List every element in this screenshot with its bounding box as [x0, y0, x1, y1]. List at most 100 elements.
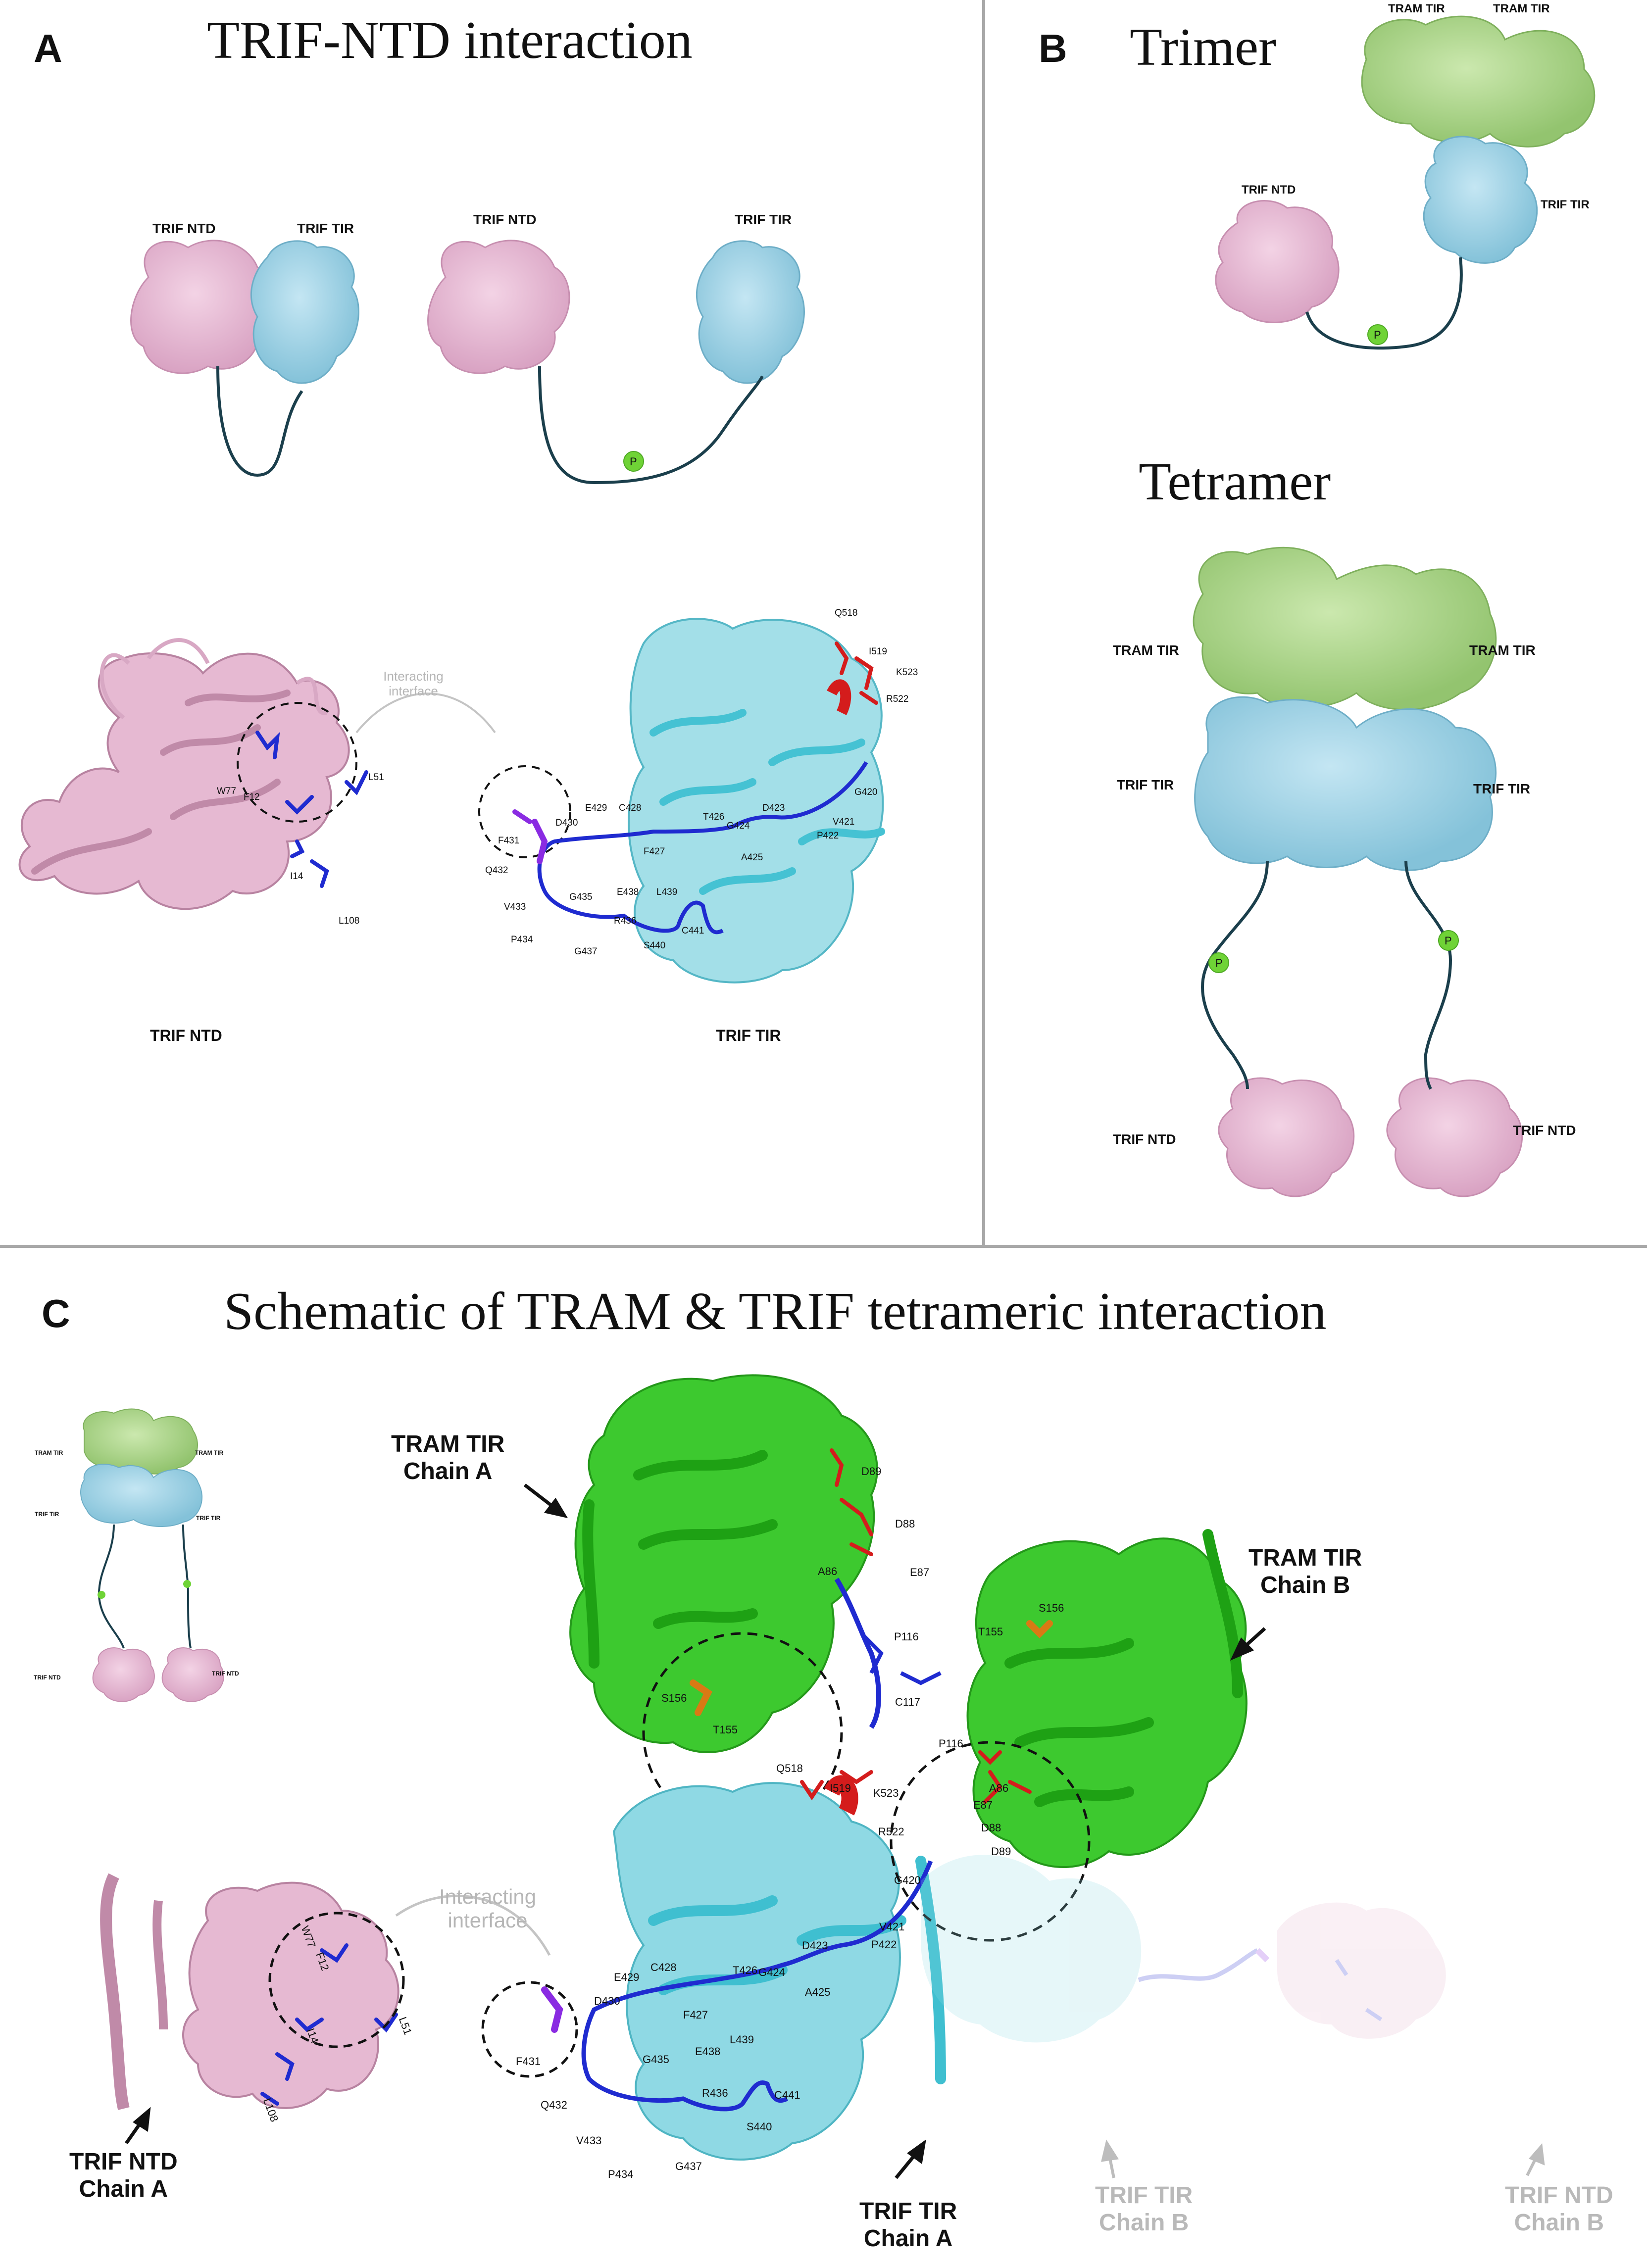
- res-c-q432: Q432: [541, 2099, 567, 2111]
- chain-label-tram-b-line2: Chain B: [1260, 1572, 1350, 1599]
- tetramer-trif-tir-label-2: TRIF TIR: [1473, 781, 1531, 796]
- res-c-tram-a-e87: E87: [910, 1566, 930, 1578]
- res-c-d423: D423: [802, 1939, 828, 1952]
- res-a-c441: C441: [682, 926, 704, 936]
- res-a-e429: E429: [585, 803, 607, 813]
- res-a-r436: R436: [614, 916, 637, 926]
- panel-a-title: TRIF-NTD interaction: [207, 11, 693, 70]
- chain-label-trif-tir-b: TRIF TIR Chain B: [1095, 2182, 1193, 2236]
- res-c-i519: I519: [830, 1782, 851, 1794]
- panel-c-interface-label: Interacting interface: [426, 1885, 549, 1933]
- res-c-tram-b-s156: S156: [1039, 1602, 1064, 1614]
- res-c-tram-a-t155: T155: [713, 1724, 738, 1736]
- panel-c-trif-ntd-chain-a: [100, 1873, 551, 2110]
- res-c-t426: T426: [733, 1964, 758, 1976]
- thumb-trif-tir-label-2: TRIF TIR: [196, 1515, 221, 1522]
- faded-chain-arrows: [1101, 2139, 1545, 2178]
- res-c-tram-a-d89: D89: [861, 1465, 882, 1478]
- res-a-p434: P434: [511, 935, 533, 945]
- res-c-s440: S440: [747, 2120, 772, 2133]
- res-c-g437: G437: [675, 2160, 702, 2172]
- panel-b-letter: B: [1039, 26, 1067, 70]
- panel-b-tetramer-title: Tetramer: [1139, 452, 1331, 511]
- res-c-f427: F427: [683, 2009, 708, 2021]
- res-c-tram-b-e87: E87: [973, 1799, 993, 1811]
- tetramer-trif-ntd-label-2: TRIF NTD: [1513, 1123, 1576, 1138]
- panel-c-faded-chain-b: [921, 1855, 1446, 2043]
- res-a-a425: A425: [741, 852, 763, 863]
- panel-a-tir-structure: [512, 618, 885, 984]
- chain-label-trif-ntd-a-line2: Chain A: [79, 2176, 168, 2203]
- res-c-tram-a-a86: A86: [818, 1565, 838, 1578]
- chain-label-trif-ntd-b: TRIF NTD Chain B: [1505, 2182, 1613, 2236]
- tetramer-trif-tir-label-1: TRIF TIR: [1117, 777, 1174, 792]
- panel-a-tir-structure-label: TRIF TIR: [716, 1027, 781, 1044]
- res-c-g420: G420: [894, 1874, 921, 1886]
- tetramer-phospho-1: P: [1215, 957, 1223, 969]
- chain-label-trif-tir-a-line2: Chain A: [863, 2225, 953, 2252]
- res-c-tram-a-c117: C117: [895, 1696, 920, 1708]
- res-a-c428: C428: [619, 803, 642, 813]
- res-c-p422: P422: [871, 1938, 897, 1951]
- panel-c-letter: C: [42, 1291, 70, 1335]
- res-a-l51: L51: [368, 772, 384, 783]
- chain-label-trif-ntd-b-line2: Chain B: [1514, 2210, 1604, 2236]
- panel-c-interface-line-1: Interacting: [439, 1885, 537, 1908]
- panel-c-interface-line-2: interface: [448, 1909, 528, 1932]
- vertical-divider: [982, 0, 985, 1247]
- panel-a-letter: A: [34, 26, 62, 70]
- res-c-f431: F431: [516, 2055, 541, 2068]
- panel-a-ntd-label-1: TRIF NTD: [152, 221, 216, 236]
- res-c-d430: D430: [594, 1995, 620, 2007]
- res-c-g424: G424: [758, 1966, 785, 1978]
- res-c-e438: E438: [695, 2045, 721, 2058]
- panel-a-ntd-structure: [18, 638, 571, 910]
- chain-label-tram-b-line1: TRAM TIR: [1248, 1545, 1362, 1571]
- chain-label-trif-tir-b-line2: Chain B: [1098, 2210, 1189, 2236]
- res-a-e438: E438: [617, 887, 639, 897]
- chain-label-tram-a-line1: TRAM TIR: [391, 1431, 505, 1457]
- res-a-s440: S440: [644, 940, 666, 951]
- panel-a-tir-label-2: TRIF TIR: [735, 212, 792, 227]
- panel-a-ntd-structure-label: TRIF NTD: [150, 1027, 222, 1044]
- panel-a-tir-label-1: TRIF TIR: [297, 221, 354, 236]
- panel-c-tram-chain-a: [569, 1374, 942, 1833]
- res-c-l439: L439: [730, 2033, 754, 2046]
- panel-a-phospho: P: [630, 455, 637, 468]
- panel-c-title: Schematic of TRAM & TRIF tetrameric inte…: [224, 1282, 1327, 1341]
- panel-a-ntd-label-2: TRIF NTD: [473, 212, 537, 227]
- res-a-d430: D430: [555, 818, 578, 828]
- trimer-trif-tir-label: TRIF TIR: [1541, 198, 1590, 211]
- res-a-q518: Q518: [835, 608, 858, 618]
- panel-a-open-cartoon: [427, 240, 805, 485]
- res-a-g435: G435: [569, 892, 593, 902]
- res-c-c441: C441: [774, 2089, 800, 2101]
- res-a-v433: V433: [504, 902, 526, 912]
- res-c-q518: Q518: [776, 1762, 803, 1775]
- res-c-tram-b-d89: D89: [991, 1845, 1011, 1858]
- res-c-r436: R436: [702, 2087, 728, 2099]
- chain-label-trif-ntd-a: TRIF NTD Chain A: [69, 2148, 178, 2203]
- res-c-tram-b-d88: D88: [981, 1822, 1001, 1834]
- res-c-r522: R522: [878, 1825, 904, 1838]
- tetramer-tram-label-1: TRAM TIR: [1113, 642, 1179, 658]
- res-a-g420: G420: [854, 787, 878, 797]
- tetramer-tram-label-2: TRAM TIR: [1469, 642, 1536, 658]
- res-a-k523: K523: [896, 667, 918, 678]
- res-c-c428: C428: [650, 1961, 677, 1973]
- panel-c-tram-chain-b: [966, 1529, 1248, 1869]
- panel-a-interface-label: Interacting interface: [369, 669, 458, 699]
- chain-label-trif-tir-a: TRIF TIR Chain A: [859, 2198, 957, 2252]
- res-a-g437: G437: [574, 946, 598, 957]
- res-c-v421: V421: [879, 1921, 905, 1933]
- res-c-tram-b-p116: P116: [939, 1737, 963, 1750]
- panel-b-trimer-cartoon: [1215, 15, 1596, 350]
- panel-c-thumbnail: [80, 1408, 224, 1702]
- res-c-v433: V433: [576, 2134, 602, 2147]
- res-a-i519: I519: [869, 646, 887, 657]
- chain-label-tram-b: TRAM TIR Chain B: [1248, 1544, 1362, 1599]
- res-c-k523: K523: [873, 1787, 899, 1799]
- res-a-l108: L108: [339, 916, 360, 926]
- chain-label-trif-tir-a-line1: TRIF TIR: [859, 2198, 957, 2224]
